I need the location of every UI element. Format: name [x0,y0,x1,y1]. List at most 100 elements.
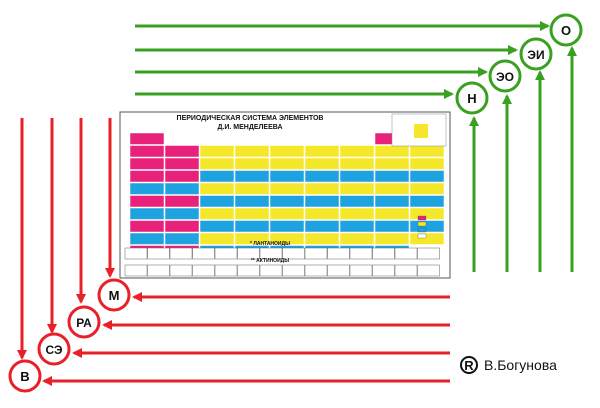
element-cell [199,132,235,145]
element-cell [409,207,445,220]
f-element-cell [169,247,193,260]
circle-se-label: СЭ [45,343,63,357]
element-cell [269,232,305,245]
element-cell [339,220,375,233]
circle-ra-label: РА [76,316,92,330]
element-cell [129,195,165,208]
element-cell [269,170,305,183]
element-cell [164,207,200,220]
element-cell [164,170,200,183]
element-cell [269,220,305,233]
element-cell [409,232,445,245]
element-cell [304,145,340,158]
block-key-swatch [417,221,427,227]
element-cell [339,132,375,145]
f-element-cell [417,264,440,277]
element-cell [374,207,410,220]
f-element-cell [394,264,418,277]
element-cell [374,195,410,208]
block-key-swatch [417,233,427,239]
element-cell [339,145,375,158]
element-cell [234,157,270,170]
green-arrows-vertical [469,46,577,272]
element-cell [164,145,200,158]
table-subtitle: Д.И. МЕНДЕЛЕЕВА [217,124,282,131]
f-element-cell [192,264,215,277]
element-cell [199,195,235,208]
element-cell [374,232,410,245]
element-cell [304,132,340,145]
element-cell [374,182,410,195]
element-cell [164,132,200,145]
element-cell [409,182,445,195]
f-element-cell [417,247,440,260]
lanthanides-label: * ЛАНТАНОИДЫ [250,241,290,247]
circle-n-label: Н [467,91,476,106]
green-circles: О ЭИ ЭО Н [455,13,583,115]
element-cell [129,132,165,145]
element-cell [409,170,445,183]
f-element-cell [192,247,215,260]
element-cell [304,195,340,208]
element-cell [409,220,445,233]
circle-m-label: М [109,288,120,303]
f-element-cell [282,264,305,277]
element-cell [304,182,340,195]
actinides-label: ** АКТИНОИДЫ [251,258,289,264]
element-cell [199,207,235,220]
element-cell [339,170,375,183]
circle-v: В [8,359,42,393]
registered-icon: R [460,356,478,374]
element-cell [339,207,375,220]
element-cell [339,195,375,208]
element-cell [304,170,340,183]
element-cell [199,182,235,195]
element-cell [374,157,410,170]
element-cell [269,207,305,220]
element-cell [164,182,200,195]
element-cell [199,145,235,158]
element-cell [129,232,165,245]
element-cell [164,220,200,233]
element-cell [374,145,410,158]
circle-eo: ЭО [488,59,522,93]
f-element-cell [237,247,260,260]
element-cell [164,232,200,245]
f-element-cell [394,247,418,260]
f-element-cell [372,247,395,260]
element-cell [234,232,270,245]
element-cell [304,220,340,233]
block-key-swatch [417,215,427,221]
circle-eo-label: ЭО [496,70,514,84]
f-element-cell [349,247,373,260]
element-cell [199,170,235,183]
f-element-cell [304,247,328,260]
element-cell [409,195,445,208]
element-cell [339,232,375,245]
f-element-cell [304,264,328,277]
f-element-cell [372,264,395,277]
element-cell [409,145,445,158]
f-element-cell [349,264,373,277]
element-cell [304,232,340,245]
element-cell [269,145,305,158]
red-arrows-horizontal [42,292,450,386]
table-cells [124,113,447,277]
element-cell [129,220,165,233]
element-cell [304,207,340,220]
element-cell [234,207,270,220]
element-cell [269,195,305,208]
element-cell [374,220,410,233]
element-cell [199,220,235,233]
element-cell [269,132,305,145]
circle-o: О [549,13,583,47]
element-cell [339,182,375,195]
f-element-cell [147,264,170,277]
f-element-cell [124,247,148,260]
element-cell [129,182,165,195]
element-cell [269,182,305,195]
red-circles: М РА СЭ В [8,278,131,393]
f-element-cell [327,247,350,260]
f-element-cell [282,247,305,260]
